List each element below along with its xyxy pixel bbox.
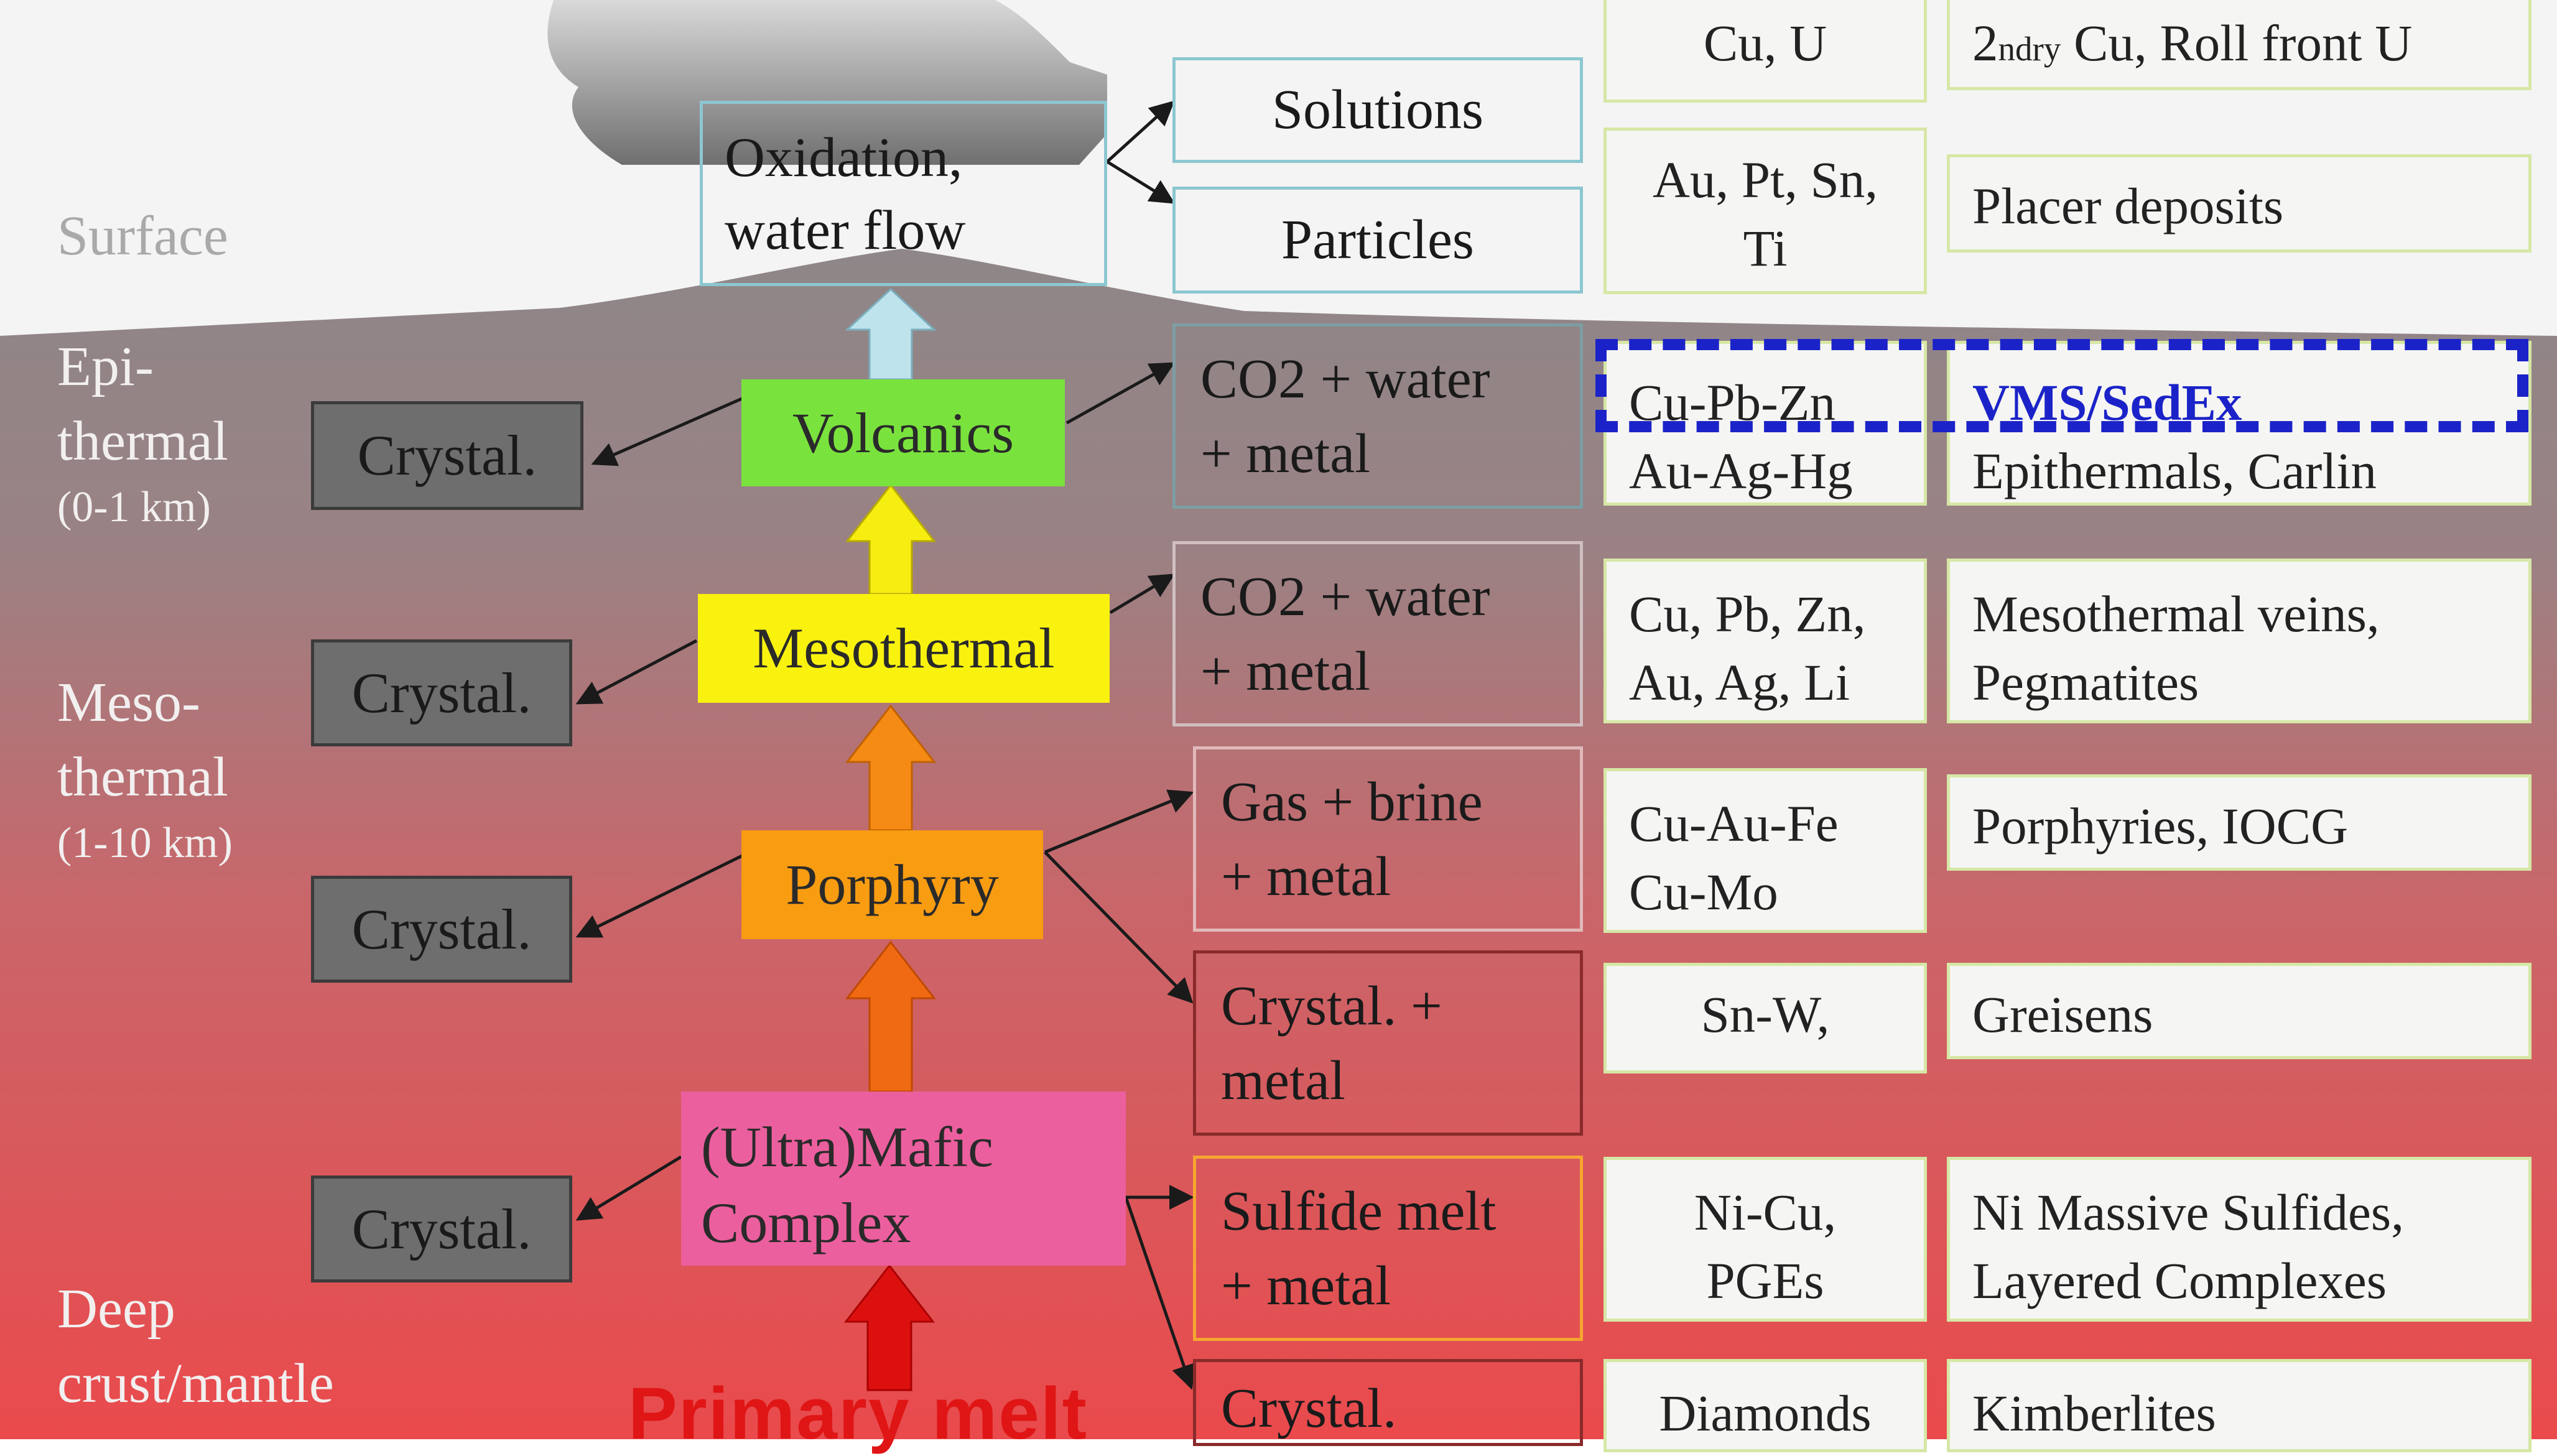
mafic-complex-box: (Ultra)Mafic Complex <box>681 1092 1126 1266</box>
metals-cell-cu-au-fe: Cu-Au-Fe Cu-Mo <box>1603 768 1927 933</box>
depth-label-epithermal: Epi- thermal (0-1 km) <box>57 336 228 532</box>
metals-cell-sn-w: Sn-W, <box>1603 963 1927 1073</box>
sulfide-melt-metal-box: Sulfide melt + metal <box>1193 1156 1583 1341</box>
deposit-cell-kimberlites: Kimberlites <box>1947 1359 2531 1452</box>
arrow-meso-co2 <box>1109 573 1176 614</box>
depth-label-mesothermal: Meso- thermal (1-10 km) <box>57 672 233 868</box>
arrow-oxidation-solutions <box>1106 100 1175 163</box>
metals-cell-cu-u: Cu, U <box>1603 0 1927 103</box>
arrow-meso-crystal <box>575 639 698 705</box>
porphyry-box: Porphyry <box>741 830 1043 939</box>
metals-cell-au-pt: Au, Pt, Sn, Ti <box>1603 128 1927 294</box>
arrow-mafic-crystal <box>575 1155 682 1221</box>
crystal-box-mesothermal: Crystal. <box>311 639 572 746</box>
oxidation-box: Oxidation, water flow <box>700 101 1107 286</box>
deposit-cell-roll-front: 2ndry Cu, Roll front U <box>1947 0 2531 90</box>
solutions-box: Solutions <box>1172 57 1583 163</box>
metals-cell-diamonds: Diamonds <box>1603 1359 1927 1452</box>
deposit-cell-porphyries: Porphyries, IOCG <box>1947 774 2531 871</box>
deposit-cell-ni-massive: Ni Massive Sulfides, Layered Complexes <box>1947 1157 2531 1322</box>
crystal-box-epithermal: Crystal. <box>311 401 583 510</box>
crystal-box-porphyry: Crystal. <box>311 876 572 983</box>
up-arrow-volcanics <box>845 287 937 381</box>
mesothermal-box: Mesothermal <box>698 594 1110 703</box>
arrow-volcanics-co2 <box>1065 362 1176 425</box>
metals-cell-cu-pb-zn-au: Cu, Pb, Zn, Au, Ag, Li <box>1603 559 1927 723</box>
cloud <box>547 0 1107 165</box>
depth-label-surface: Surface <box>57 205 228 267</box>
crystal-deep-box: Crystal. <box>1193 1359 1583 1446</box>
co2-water-metal-epi-box: CO2 + water + metal <box>1172 323 1583 509</box>
earth-surface <box>0 249 2557 1439</box>
metals-cell-ni-cu: Ni-Cu, PGEs <box>1603 1157 1927 1322</box>
deposit-cell-placer: Placer deposits <box>1947 154 2531 253</box>
depth-label-deep: Deep crust/mantle <box>57 1278 334 1414</box>
arrow-porphyry-crystalmetal <box>1044 851 1194 1004</box>
arrow-porphyry-crystal <box>575 853 745 938</box>
volcanics-box: Volcanics <box>741 379 1065 486</box>
deposit-cell-meso-veins: Mesothermal veins, Pegmatites <box>1947 559 2531 723</box>
crystal-box-mafic: Crystal. <box>311 1175 572 1282</box>
deposit-cell-greisens: Greisens <box>1947 963 2531 1059</box>
arrow-porphyry-gas <box>1044 789 1194 854</box>
crystal-metal-box: Crystal. + metal <box>1193 950 1583 1136</box>
co2-water-metal-meso-box: CO2 + water + metal <box>1172 541 1583 726</box>
gas-brine-metal-box: Gas + brine + metal <box>1193 746 1583 932</box>
up-arrow-primary <box>843 1264 935 1391</box>
up-arrow-porphyry <box>845 704 937 832</box>
arrow-volcanics-crystal <box>591 396 745 466</box>
up-arrow-mafic <box>845 940 937 1093</box>
vms-highlight-dashed-box <box>1595 339 2528 432</box>
arrow-mafic-crystaldeep <box>1124 1197 1196 1390</box>
primary-melt-label: Primary melt <box>628 1373 1088 1455</box>
arrow-oxidation-particles <box>1106 160 1176 204</box>
up-arrow-mesothermal <box>845 483 937 595</box>
particles-box: Particles <box>1172 187 1583 294</box>
